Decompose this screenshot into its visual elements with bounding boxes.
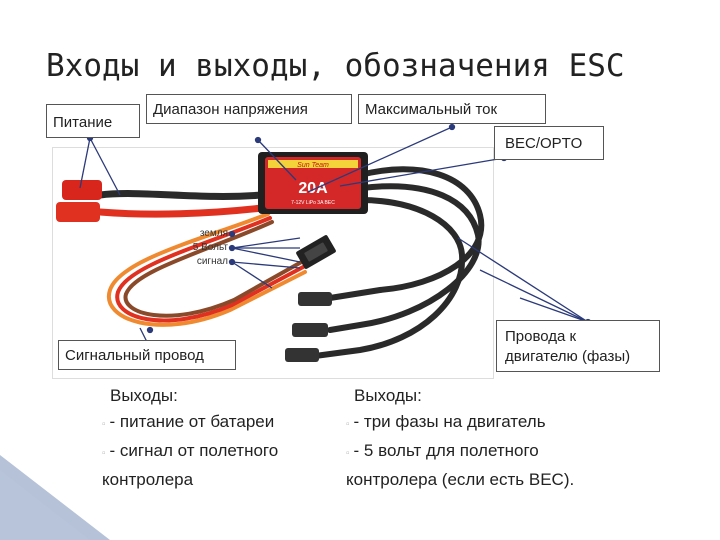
right-item-1: ▫- три фазы на двигатель	[346, 409, 574, 438]
left-outputs: Выходы: ▫- питание от батареи ▫- сигнал …	[102, 383, 278, 493]
left-item-1: ▫- питание от батареи	[102, 409, 278, 438]
motor-connectors	[285, 292, 332, 362]
right-heading: Выходы:	[346, 383, 574, 409]
esc-rating: 7-12V LiPo 3A BEC	[291, 200, 335, 206]
left-item-2: ▫- сигнал от полетного	[102, 438, 278, 467]
power-wires	[100, 194, 262, 215]
esc-body: Sun Team 20A 7-12V LiPo 3A BEC	[258, 152, 368, 214]
connector-pin-labels: земля 5 Вольт сигнал	[170, 227, 228, 269]
bullet-icon: ▫	[102, 419, 106, 430]
left-heading: Выходы:	[102, 383, 278, 409]
label-motor-wires: Провода к двигателю (фазы)	[496, 320, 660, 372]
pin-signal: сигнал	[170, 255, 228, 269]
right-outputs: Выходы: ▫- три фазы на двигатель ▫- 5 во…	[346, 383, 574, 493]
pin-ground: земля	[170, 227, 228, 241]
label-bec-opto: BEC/OPTO	[494, 126, 604, 160]
servo-connector	[295, 234, 336, 269]
label-voltage-range: Диапазон напряжения	[146, 94, 352, 124]
esc-model: 20A	[298, 180, 328, 197]
label-max-current: Максимальный ток	[358, 94, 546, 124]
pin-5v: 5 Вольт	[170, 241, 228, 255]
right-continuation: контролера (если есть BEC).	[346, 467, 574, 493]
label-power: Питание	[46, 104, 140, 138]
esc-brand: Sun Team	[297, 162, 329, 169]
bullet-icon: ▫	[346, 419, 350, 430]
right-item-2: ▫- 5 вольт для полетного	[346, 438, 574, 467]
bullet-icon: ▫	[346, 448, 350, 459]
decor-band-light	[0, 470, 90, 540]
xt-connectors	[56, 180, 102, 222]
label-signal-wire: Сигнальный провод	[58, 340, 236, 370]
left-continuation: контролера	[102, 467, 278, 493]
bullet-icon: ▫	[102, 448, 106, 459]
